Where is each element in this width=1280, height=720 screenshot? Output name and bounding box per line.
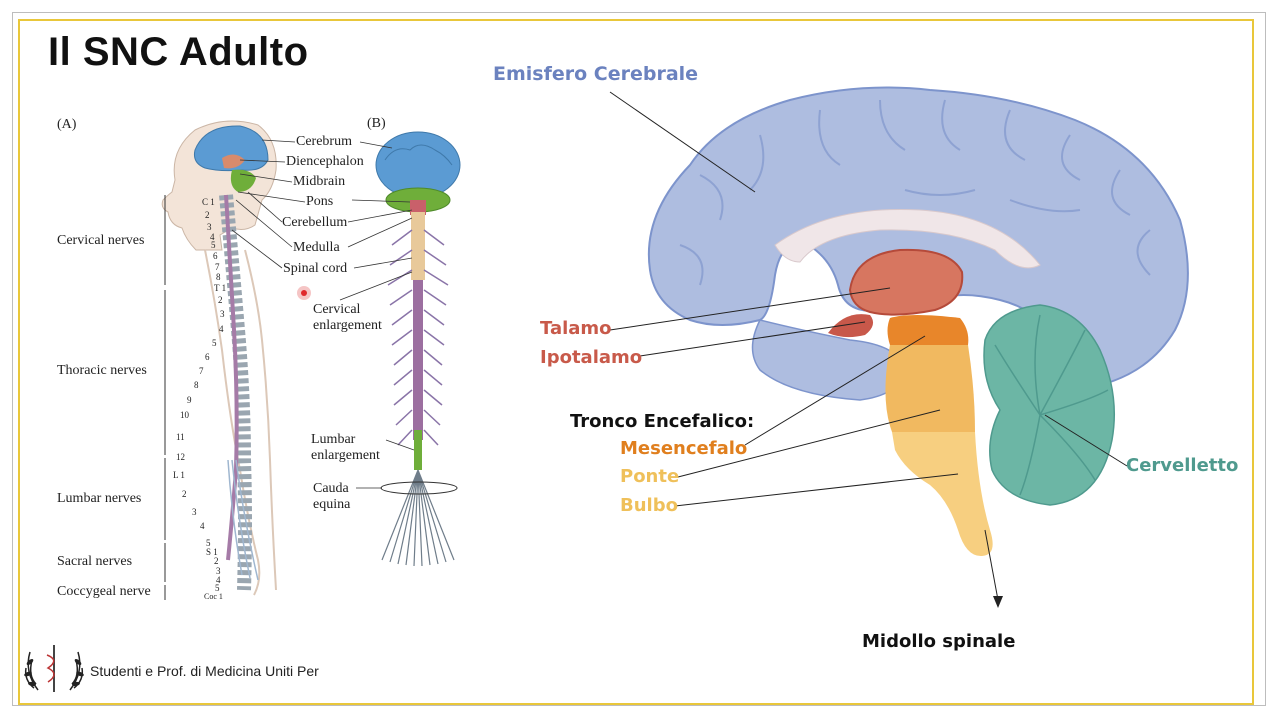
label-diencephalon: Diencephalon <box>286 154 364 169</box>
label-talamo: Talamo <box>540 318 612 339</box>
vertebra-label: T 1 <box>214 283 227 293</box>
vertebra-label: 4 <box>216 575 221 585</box>
vertebra-label: C 1 <box>202 197 215 207</box>
vertebra-label: 9 <box>187 395 192 405</box>
label-lumbar: Lumbar <box>311 432 356 447</box>
footer-text: Studenti e Prof. di Medicina Uniti Per <box>90 663 319 679</box>
vertebra-label: 2 <box>182 489 187 499</box>
panel-b-label: (B) <box>367 116 386 131</box>
label-cauda: Cauda <box>313 481 349 496</box>
panel-a-label: (A) <box>57 117 77 132</box>
vertebra-label: 7 <box>215 262 220 272</box>
label-cervelletto: Cervelletto <box>1126 455 1239 476</box>
vertebra-label: 8 <box>216 272 221 282</box>
label-coccygeal-nerve: Coccygeal nerve <box>57 584 151 599</box>
vertebra-label: 2 <box>214 556 219 566</box>
label-mesencefalo: Mesencefalo <box>620 438 748 459</box>
label-tronco-encefalico: Tronco Encefalico: <box>570 411 755 432</box>
vertebra-label: 6 <box>213 251 218 261</box>
vertebra-label: 4 <box>219 324 224 334</box>
label-lumbar-enlargement: enlargement <box>311 448 380 463</box>
label-pons: Pons <box>306 194 334 209</box>
label-lumbar-nerves: Lumbar nerves <box>57 491 142 506</box>
vertebra-label: 5 <box>215 583 220 593</box>
vertebra-label: 2 <box>205 210 210 220</box>
vertebra-label: 4 <box>200 521 205 531</box>
label-spinal-cord: Spinal cord <box>283 261 348 276</box>
vertebra-label: L 1 <box>173 470 185 480</box>
vertebra-label: 3 <box>220 309 225 319</box>
label-thoracic-nerves: Thoracic nerves <box>57 363 147 378</box>
vertebra-label: 11 <box>176 432 185 442</box>
vertebra-label: 3 <box>192 507 197 517</box>
label-bulbo: Bulbo <box>620 495 678 516</box>
label-cerebrum: Cerebrum <box>296 134 352 149</box>
label-midollo-spinale: Midollo spinale <box>862 631 1016 652</box>
slide-frame <box>12 12 1266 706</box>
label-sacral-nerves: Sacral nerves <box>57 554 133 569</box>
slide-title: Il SNC Adulto <box>48 30 309 74</box>
vertebra-label: 8 <box>194 380 199 390</box>
label-medulla: Medulla <box>293 240 340 255</box>
label-ponte: Ponte <box>620 466 680 487</box>
label-cervical-enlargement: enlargement <box>313 318 382 333</box>
vertebra-label: S 1 <box>206 547 218 557</box>
label-midbrain: Midbrain <box>293 174 346 189</box>
label-ipotalamo: Ipotalamo <box>540 347 643 368</box>
vertebra-label: 4 <box>210 232 215 242</box>
vertebra-label: 7 <box>199 366 204 376</box>
label-cerebellum: Cerebellum <box>282 215 348 230</box>
label-cervical-nerves: Cervical nerves <box>57 233 145 248</box>
slide-border <box>18 19 1254 705</box>
vertebra-label: 10 <box>180 410 189 420</box>
vertebra-label: 12 <box>176 452 185 462</box>
vertebra-label: 6 <box>205 352 210 362</box>
vertebra-label: 2 <box>218 295 223 305</box>
vertebra-label: Coc 1 <box>204 592 223 601</box>
label-emisfero-cerebrale: Emisfero Cerebrale <box>493 63 699 85</box>
vertebra-label: 5 <box>206 538 211 548</box>
label-cervical: Cervical <box>313 302 361 317</box>
vertebra-label: 5 <box>212 338 217 348</box>
vertebra-label: 5 <box>211 240 216 250</box>
vertebra-label: 3 <box>207 222 212 232</box>
vertebra-label: 3 <box>216 566 221 576</box>
label-equina: equina <box>313 497 351 512</box>
